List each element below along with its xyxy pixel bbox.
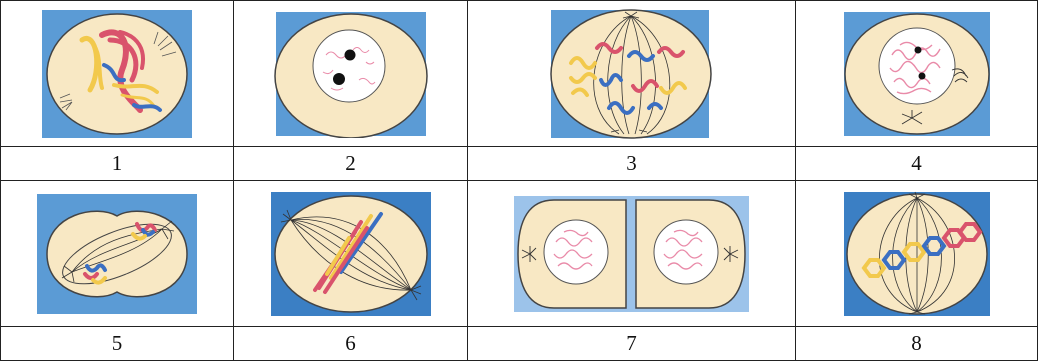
stage-label-4: 4 [796, 147, 1038, 181]
stage-label-1: 1 [1, 147, 234, 181]
image-cell-5 [1, 181, 234, 327]
stage-label-8: 8 [796, 327, 1038, 361]
cell-image-6 [271, 192, 431, 316]
cell-image-4 [842, 10, 992, 138]
image-cell-4 [796, 1, 1038, 147]
label-row-bottom: 5 6 7 8 [1, 327, 1038, 361]
cell-image-2 [271, 10, 431, 138]
cell-image-3 [549, 8, 714, 140]
image-cell-8 [796, 181, 1038, 327]
stage-label-5: 5 [1, 327, 234, 361]
cell-image-7 [514, 192, 749, 316]
image-cell-1 [1, 1, 234, 147]
image-row-top [1, 1, 1038, 147]
stage-label-6: 6 [234, 327, 468, 361]
cell-image-5 [37, 194, 197, 314]
image-cell-6 [234, 181, 468, 327]
stage-label-2: 2 [234, 147, 468, 181]
cell-image-8 [842, 190, 992, 318]
image-row-bottom [1, 181, 1038, 327]
cell-image-1 [42, 10, 192, 138]
stage-label-7: 7 [468, 327, 796, 361]
image-cell-7 [468, 181, 796, 327]
label-row-top: 1 2 3 4 [1, 147, 1038, 181]
image-cell-2 [234, 1, 468, 147]
image-cell-3 [468, 1, 796, 147]
stage-label-3: 3 [468, 147, 796, 181]
